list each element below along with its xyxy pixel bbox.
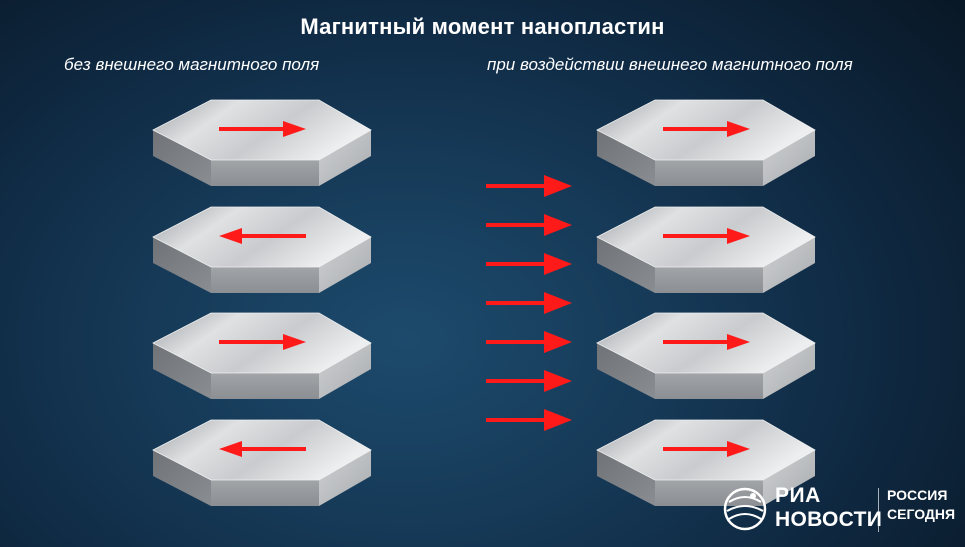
field-arrow-2 — [486, 214, 572, 236]
globe-icon — [723, 487, 767, 531]
right-moment-arrow-3 — [663, 334, 750, 350]
right-moment-arrow-2 — [663, 228, 750, 244]
logo-ria-text: РИА — [775, 484, 821, 507]
left-moment-arrow-2 — [219, 228, 306, 244]
diagram-title: Магнитный момент нанопластин — [300, 14, 665, 39]
logo-divider — [878, 488, 879, 532]
right-plate-3 — [596, 312, 816, 399]
left-moment-arrow-3 — [219, 334, 306, 350]
right-moment-arrow-1 — [663, 121, 750, 137]
ria-novosti-logo: РИА НОВОСТИ РОССИЯ СЕГОДНЯ — [720, 484, 965, 536]
field-arrow-1 — [486, 175, 572, 197]
right-plate-2 — [596, 206, 816, 293]
field-arrow-6 — [486, 370, 572, 392]
left-plate-4 — [152, 419, 372, 506]
right-plate-4 — [596, 419, 816, 506]
field-arrow-7 — [486, 409, 572, 431]
label-with-field: при воздействии внешнего магнитного поля — [487, 55, 853, 74]
logo-segodnya-text: СЕГОДНЯ — [887, 506, 956, 522]
right-plate-1 — [596, 99, 816, 186]
left-plate-1 — [152, 99, 372, 186]
field-arrow-5 — [486, 331, 572, 353]
left-plate-3 — [152, 312, 372, 399]
logo-rossiya-text: РОССИЯ — [887, 487, 948, 503]
right-moment-arrow-4 — [663, 441, 750, 457]
left-moment-arrow-1 — [219, 121, 306, 137]
plates-without-field — [152, 99, 372, 506]
logo-novosti-text: НОВОСТИ — [775, 508, 883, 531]
field-arrow-4 — [486, 292, 572, 314]
label-no-field: без внешнего магнитного поля — [64, 55, 320, 74]
left-plate-2 — [152, 206, 372, 293]
field-arrow-3 — [486, 253, 572, 275]
external-field-arrows — [486, 175, 572, 431]
left-moment-arrow-4 — [219, 441, 306, 457]
plates-with-field — [596, 99, 816, 506]
